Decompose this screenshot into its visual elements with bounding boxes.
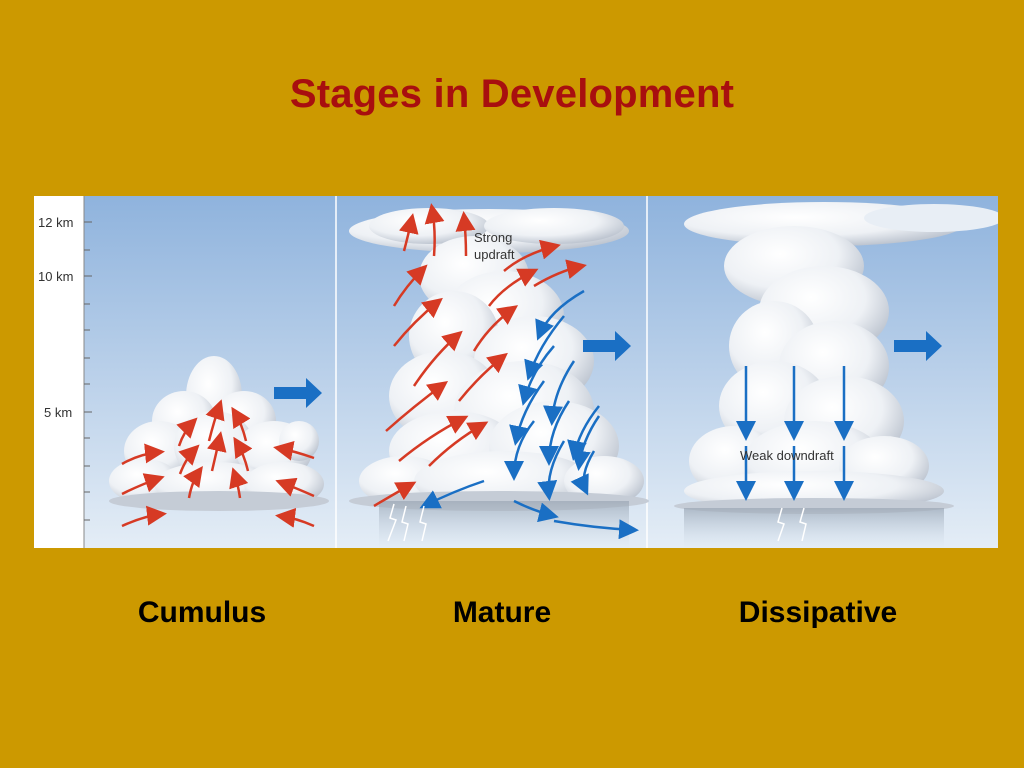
altitude-label-5km: 5 km: [44, 405, 72, 420]
altitude-scale-panel: [34, 196, 84, 548]
mature-rain-shaft: [379, 501, 629, 548]
altitude-label-10km: 10 km: [38, 269, 73, 284]
altitude-ticks: [84, 221, 92, 521]
cumulus-updraft-arrows: [121, 399, 315, 528]
strong-updraft-label-line2: updraft: [474, 247, 515, 262]
weak-downdraft-label: Weak downdraft: [740, 448, 834, 463]
dissipative-cloud: [674, 202, 998, 514]
lightning-icon: [777, 507, 807, 542]
storm-motion-arrow-icon: [894, 331, 942, 361]
storm-motion-arrow-icon: [274, 378, 322, 408]
storm-motion-arrow-icon: [583, 331, 631, 361]
mature-updraft-arrows: [373, 203, 587, 508]
lightning-icon: [387, 503, 427, 542]
mature-downdraft-arrows: [419, 289, 639, 540]
slide-title: Stages in Development: [289, 72, 735, 116]
stage-label-mature: Mature: [452, 596, 552, 629]
cumulus-cloud: [109, 356, 329, 511]
stage-label-cumulus: Cumulus: [137, 596, 267, 629]
thunderstorm-stages-diagram: 12 km 10 km 5 km: [34, 196, 998, 548]
altitude-label-12km: 12 km: [38, 215, 73, 230]
dissipative-downdraft-arrows: [736, 366, 854, 501]
strong-updraft-label-line1: Strong: [474, 230, 512, 245]
dissipative-rain-shaft: [684, 508, 944, 548]
stage-label-dissipative: Dissipative: [738, 596, 898, 629]
